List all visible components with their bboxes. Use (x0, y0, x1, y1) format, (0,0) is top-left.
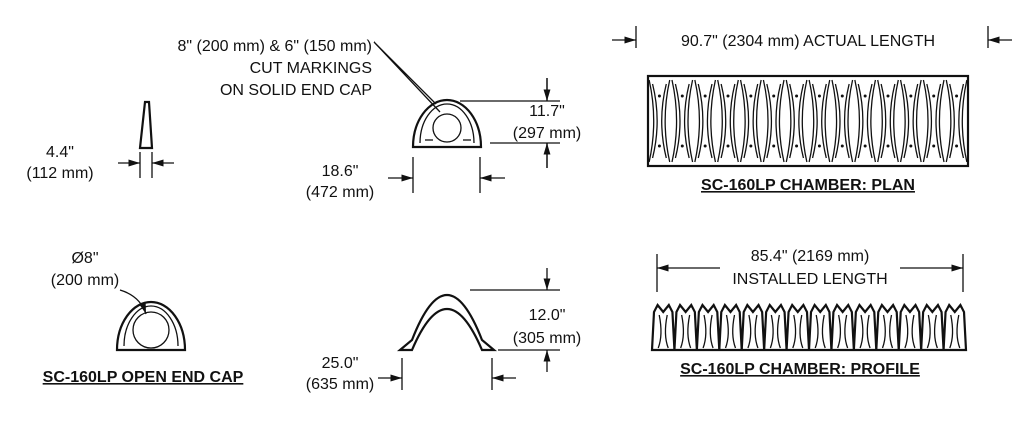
solid-cap-height-dim (460, 78, 560, 168)
arch-width-in: 25.0" (322, 355, 359, 372)
cut-note-line-1: 8" (200 mm) & 6" (150 mm) (177, 38, 372, 55)
plan-corrugation (945, 79, 968, 163)
plan-length-label: 90.7" (2304 mm) ACTUAL LENGTH (681, 33, 935, 50)
profile-corrugation (702, 314, 714, 349)
profile-corrugation (814, 314, 826, 349)
solid-cap-width-in: 18.6" (322, 163, 359, 180)
profile-length-ext (656, 254, 964, 292)
plan-corrugation (922, 79, 945, 163)
solid-cap-width-mm: (472 mm) (306, 184, 374, 201)
plan-corrugation (785, 79, 808, 163)
open-end-cap (115, 300, 187, 352)
plan-corrugation (808, 79, 831, 163)
chamber-plan-view (646, 74, 970, 168)
wedge-width-mm: (112 mm) (26, 165, 93, 182)
profile-corrugation (904, 314, 916, 349)
solid-end-cap (411, 98, 483, 149)
solid-cap-width-ext (412, 157, 481, 193)
profile-title: SC-160LP CHAMBER: PROFILE (680, 361, 920, 378)
end-cap-side-view (138, 100, 154, 150)
plan-corrugation (739, 79, 762, 163)
plan-corrugation (899, 79, 922, 163)
profile-corrugation (657, 314, 669, 349)
plan-corrugation (694, 79, 717, 163)
profile-corrugation (837, 314, 849, 349)
profile-length-sub: INSTALLED LENGTH (732, 271, 887, 288)
cut-note-leader (373, 41, 441, 113)
arch-height-in: 12.0" (529, 307, 566, 324)
plan-corrugation (877, 79, 899, 163)
cut-note-line-3: ON SOLID END CAP (220, 82, 372, 99)
profile-corrugation (747, 314, 759, 349)
open-cap-diameter-mm: (200 mm) (51, 272, 119, 289)
profile-corrugation (881, 314, 894, 349)
arch-width-ext (401, 358, 493, 390)
open-cap-title: SC-160LP OPEN END CAP (43, 369, 244, 386)
profile-corrugation (859, 314, 871, 349)
plan-corrugation (717, 79, 739, 163)
profile-corrugation (680, 314, 692, 349)
arch-height-mm: (305 mm) (513, 330, 581, 347)
chamber-profile-view (650, 302, 968, 352)
profile-corrugation (769, 314, 781, 349)
arch-width-mm: (635 mm) (306, 376, 374, 393)
cut-note-line-2: CUT MARKINGS (250, 60, 372, 77)
profile-length-label: 85.4" (2169 mm) (751, 248, 870, 265)
plan-corrugation (648, 79, 671, 163)
plan-corrugation (854, 79, 877, 163)
diameter-leader (119, 289, 147, 315)
solid-cap-height-in: 11.7" (529, 103, 565, 120)
plan-corrugation (831, 79, 854, 163)
profile-corrugation (926, 314, 938, 349)
profile-corrugation (949, 314, 961, 349)
profile-corrugation (792, 314, 804, 349)
plan-title: SC-160LP CHAMBER: PLAN (701, 177, 915, 194)
plan-corrugation (671, 79, 694, 163)
plan-corrugation (762, 79, 785, 163)
wedge-width-ext (139, 152, 153, 178)
profile-corrugation (724, 314, 737, 349)
profile-outline (650, 302, 968, 352)
chamber-end-profile (396, 294, 498, 352)
solid-cap-height-mm: (297 mm) (513, 125, 581, 142)
wedge-width-in: 4.4" (46, 144, 74, 161)
open-cap-diameter-in: Ø8" (71, 250, 98, 267)
